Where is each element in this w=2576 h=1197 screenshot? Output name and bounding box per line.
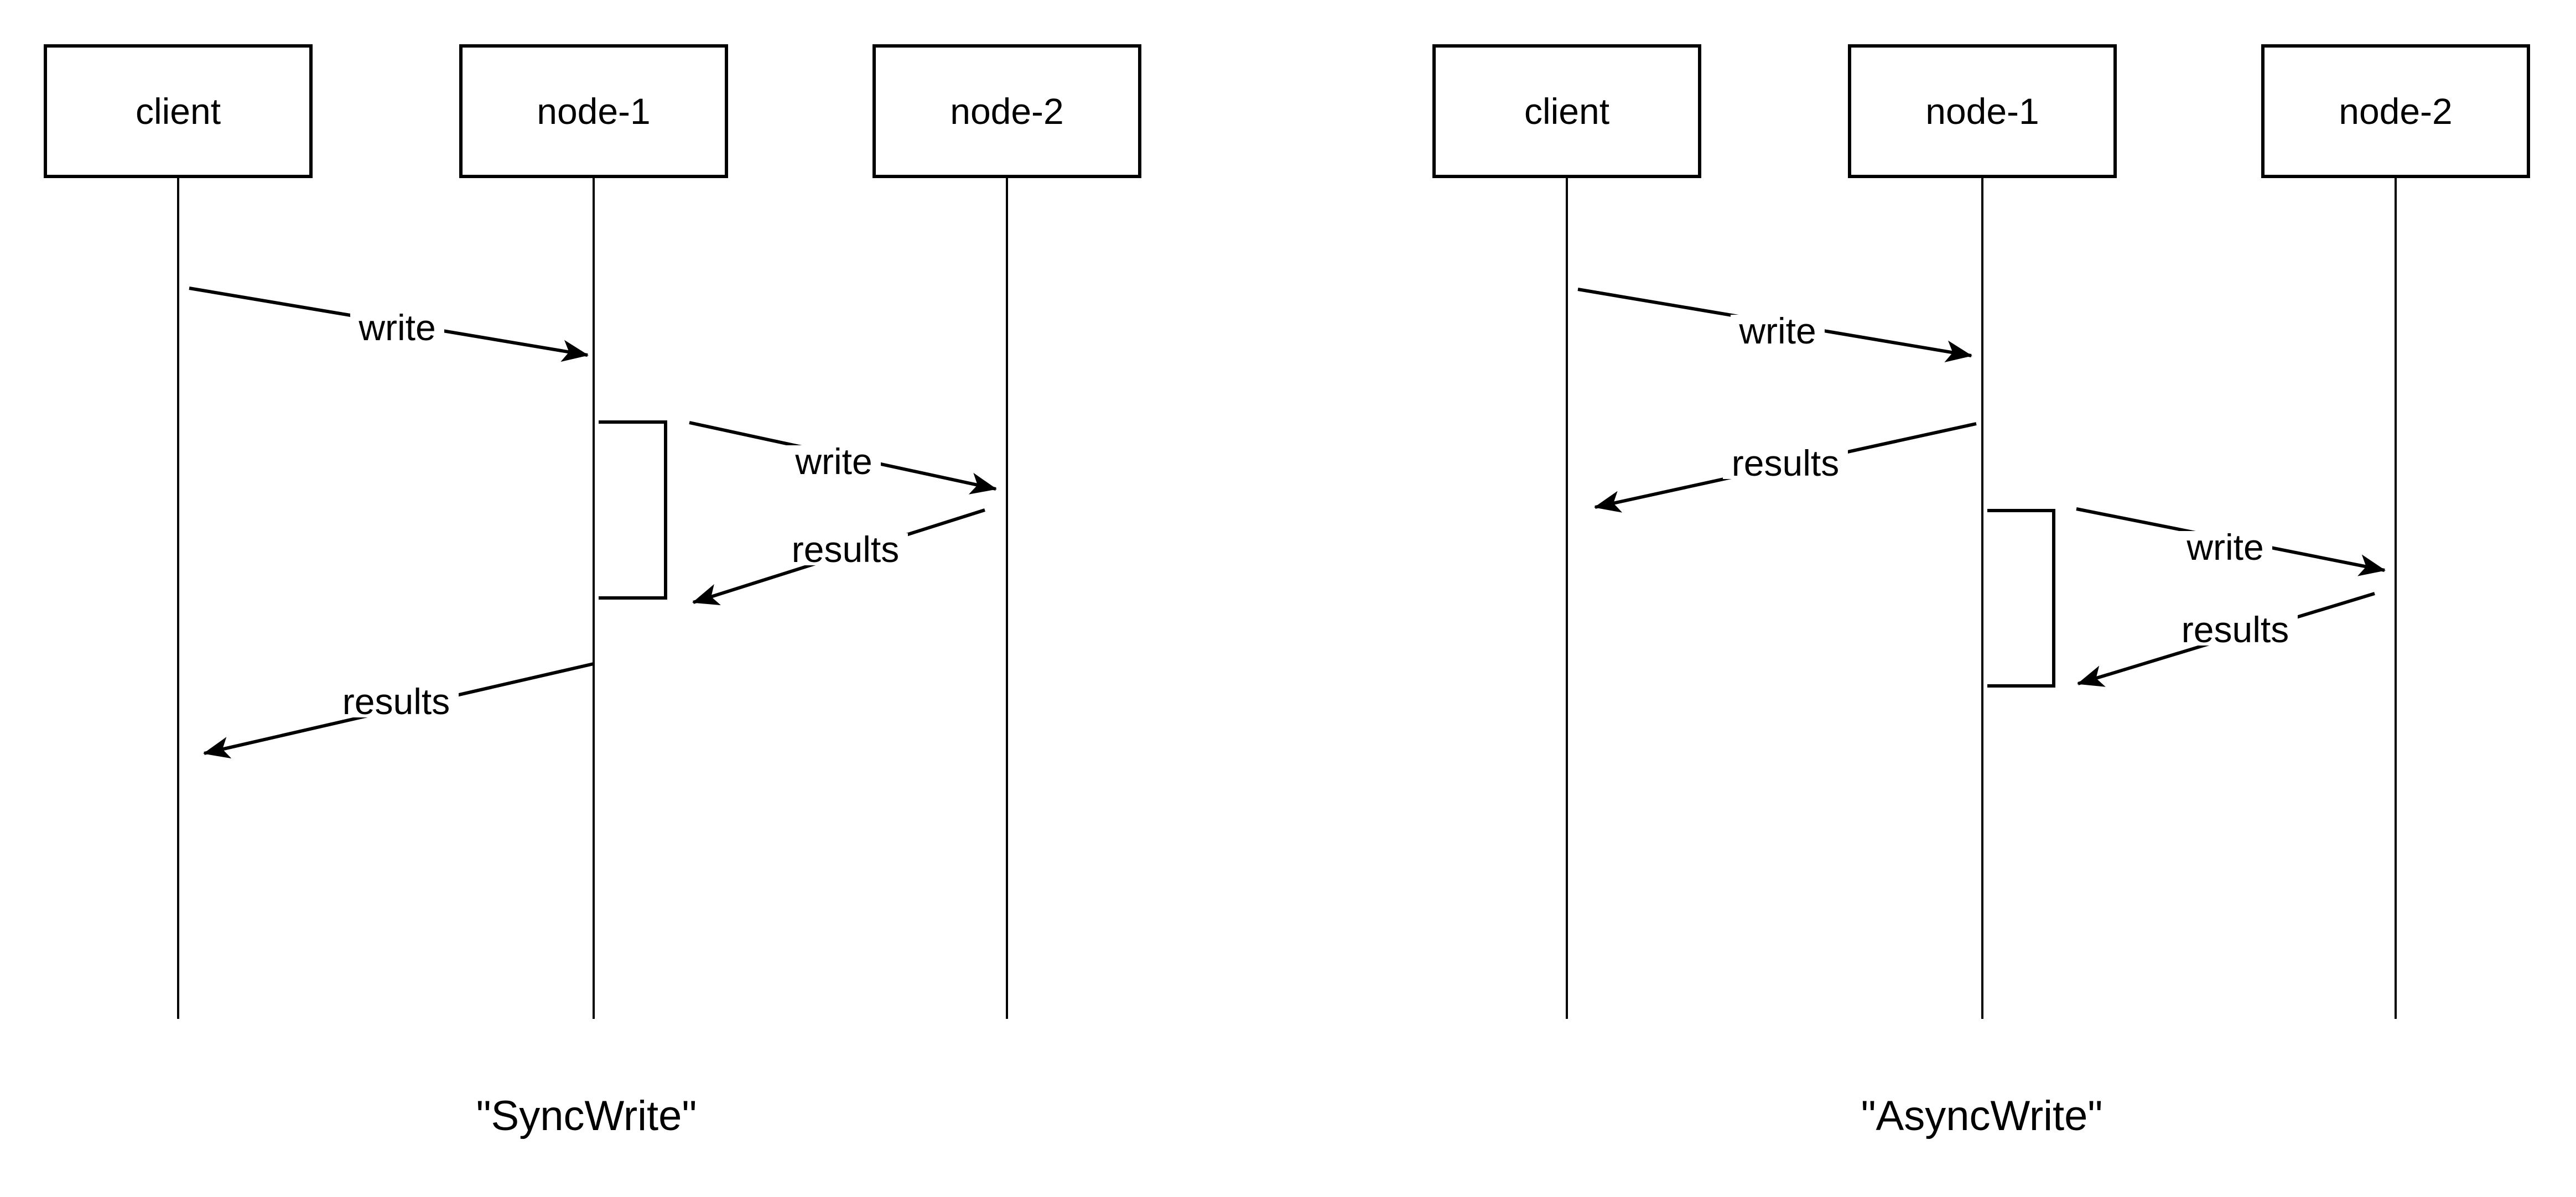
async-actor-box-node2 xyxy=(2261,44,2530,178)
sync-message-results-1-label-bg xyxy=(783,533,908,565)
sync-actor-label-client: client xyxy=(136,91,221,132)
async-write-diagram: client node-1 node-2 write results write… xyxy=(1432,44,2530,1139)
async-message-results-1-label: results xyxy=(1732,443,1839,483)
sync-activation-node1 xyxy=(599,420,667,600)
async-message-results-2-label-bg xyxy=(2173,613,2298,646)
sync-actor-label-node1: node-1 xyxy=(537,91,651,132)
sync-write-diagram: client node-1 node-2 write write results… xyxy=(44,44,1141,1139)
sync-message-results-1-label: results xyxy=(792,529,899,570)
async-actor-label-node2: node-2 xyxy=(2339,91,2453,132)
async-actor-label-node1: node-1 xyxy=(1925,91,2039,132)
sync-actor-box-client xyxy=(44,44,313,178)
sync-actor-label-node2: node-2 xyxy=(950,91,1064,132)
async-message-write-2-label-bg xyxy=(2178,531,2272,563)
sync-actor-box-node1 xyxy=(459,44,728,178)
async-actor-label-client: client xyxy=(1524,91,1609,132)
async-message-write-1-label-bg xyxy=(1731,315,1825,347)
sync-message-write-2-label: write xyxy=(794,441,872,482)
sync-message-write-1-label-bg xyxy=(350,311,444,344)
async-actor-box-node1 xyxy=(1848,44,2117,178)
async-message-write-2-label: write xyxy=(2186,527,2263,568)
sync-actor-box-node2 xyxy=(872,44,1141,178)
sync-message-results-2-label: results xyxy=(342,681,450,722)
async-activation-node1 xyxy=(1987,509,2055,688)
async-message-results-1-label-bg xyxy=(1723,447,1848,479)
async-message-write-1-label: write xyxy=(1738,310,1816,351)
sync-message-results-2-label-bg xyxy=(334,685,459,717)
async-message-results-2-label: results xyxy=(2182,609,2289,650)
sync-caption: "SyncWrite" xyxy=(476,1092,697,1139)
async-actor-box-client xyxy=(1432,44,1701,178)
async-caption: "AsyncWrite" xyxy=(1861,1092,2103,1139)
sync-message-write-2-label-bg xyxy=(787,445,881,477)
sync-message-write-1-label: write xyxy=(358,307,435,348)
